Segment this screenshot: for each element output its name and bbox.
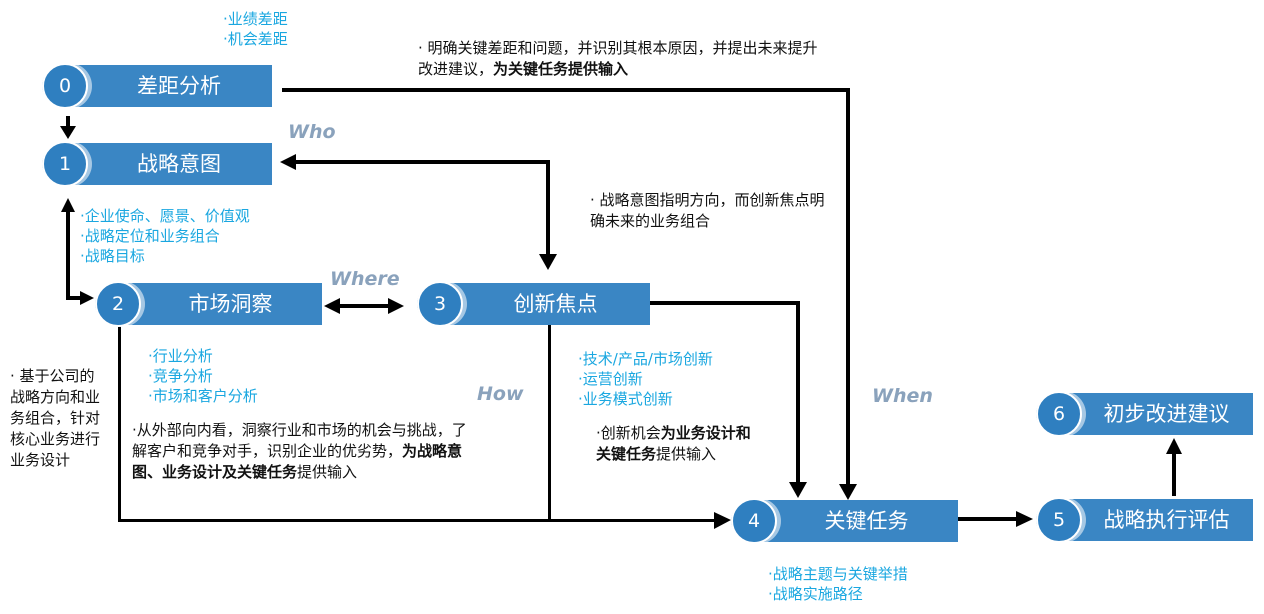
- innovation-note-text: ·创新机会: [596, 424, 661, 442]
- intent-list-item: ·企业使命、愿景、价值观: [80, 207, 250, 225]
- arrowhead-right-to-2: [80, 291, 94, 305]
- gap-list-item: ·机会差距: [223, 30, 288, 48]
- business-design-note-text: · 基于公司的战略方向和业务组合，针对核心业务进行业务设计: [10, 367, 101, 469]
- node-label: 初步改进建议: [1103, 402, 1230, 426]
- innovation-note-emphasis: 为业务设计和关键任务: [596, 424, 751, 463]
- connector-0-to-4-v: [846, 88, 850, 486]
- node-number: 3: [417, 281, 463, 327]
- connector-3-to-1-h: [292, 160, 550, 164]
- gap-note: · 明确关键差距和问题，并识别其根本原因，并提出未来提升改进建议，为关键任务提供…: [418, 38, 823, 80]
- market-list-item: ·行业分析: [148, 347, 213, 365]
- question-who: Who: [288, 121, 336, 143]
- node-label: 创新焦点: [513, 292, 598, 316]
- arrowhead-down-to-1: [60, 126, 76, 139]
- arrowhead-up-to-1: [61, 198, 75, 212]
- node-label: 战略执行评估: [1103, 508, 1230, 532]
- node-improvement-suggestions: 6 初步改进建议: [1036, 391, 1253, 437]
- node-innovation-focus: 3 创新焦点: [417, 281, 650, 327]
- connector-1-to-2-v: [66, 210, 70, 300]
- arrowhead-up-to-6: [1166, 438, 1182, 454]
- node-label: 差距分析: [137, 74, 221, 98]
- node-strategic-intent: 1 战略意图: [42, 141, 272, 187]
- node-number: 4: [731, 498, 777, 544]
- market-note-text: ·从外部向内看，洞察行业和市场的机会与挑战，了解客户和竞争对手，识别企业的优劣势…: [132, 421, 467, 460]
- node-label: 市场洞察: [188, 292, 273, 316]
- market-list-item: ·市场和客户分析: [148, 387, 258, 405]
- node-number: 6: [1036, 391, 1082, 437]
- connector-to-4-h: [118, 519, 716, 522]
- arrowhead-left-to-1: [280, 154, 296, 170]
- gap-list: ·业绩差距 ·机会差距: [223, 9, 288, 49]
- intent-note: · 战略意图指明方向，而创新焦点明确未来的业务组合: [590, 190, 828, 232]
- market-list: ·行业分析 ·竞争分析 ·市场和客户分析: [148, 346, 258, 406]
- connector-2-down: [118, 324, 121, 522]
- gap-note-text: · 明确关键差距和问题，并识别其根本原因，并提出未来提升改进建议，: [418, 39, 818, 78]
- innovation-list-item: ·业务模式创新: [578, 390, 673, 408]
- intent-list: ·企业使命、愿景、价值观 ·战略定位和业务组合 ·战略目标: [80, 206, 250, 266]
- task-list-item: ·战略主题与关键举措: [768, 565, 908, 583]
- node-number: 2: [95, 281, 141, 327]
- question-how: How: [477, 383, 524, 405]
- question-when: When: [872, 385, 933, 407]
- connector-1-to-2-h: [66, 296, 82, 300]
- intent-note-text: · 战略意图指明方向，而创新焦点明确未来的业务组合: [590, 191, 825, 230]
- market-note-emphasis: 为战略意图、业务设计及关键任务: [132, 442, 463, 481]
- arrowhead-right-to-3: [388, 298, 404, 314]
- intent-list-item: ·战略目标: [80, 247, 145, 265]
- market-list-item: ·竞争分析: [148, 367, 213, 385]
- connector-3-to-1-v: [546, 160, 550, 256]
- connector-0-to-1: [66, 116, 70, 128]
- task-list-item: ·战略实施路径: [768, 585, 863, 603]
- node-execution-evaluation: 5 战略执行评估: [1036, 497, 1253, 543]
- innovation-list-item: ·运营创新: [578, 370, 643, 388]
- connector-3-to-4-v: [796, 301, 800, 484]
- arrowhead-left-to-2: [324, 298, 340, 314]
- connector-4-to-5: [958, 517, 1018, 521]
- connector-0-to-4-h: [282, 88, 850, 92]
- business-design-note: · 基于公司的战略方向和业务组合，针对核心业务进行业务设计: [10, 366, 108, 471]
- connector-3-to-4-h: [650, 301, 800, 305]
- arrowhead-down-to-4-from-0: [839, 484, 857, 500]
- gap-list-item: ·业绩差距: [223, 10, 288, 28]
- node-number: 0: [42, 63, 88, 109]
- innovation-list-item: ·技术/产品/市场创新: [578, 350, 713, 368]
- arrowhead-down-to-3: [539, 254, 557, 270]
- gap-note-emphasis: 为关键任务提供输入: [493, 60, 629, 78]
- node-label: 关键任务: [824, 509, 909, 533]
- connector-3-down: [548, 324, 551, 522]
- node-key-tasks: 4 关键任务: [731, 498, 958, 544]
- node-number: 1: [42, 141, 88, 187]
- intent-list-item: ·战略定位和业务组合: [80, 227, 220, 245]
- arrowhead-right-to-4: [714, 512, 731, 529]
- arrowhead-right-to-5: [1016, 511, 1033, 527]
- innovation-list: ·技术/产品/市场创新 ·运营创新 ·业务模式创新: [578, 349, 713, 409]
- node-gap-analysis: 0 差距分析: [42, 63, 272, 109]
- node-market-insight: 2 市场洞察: [95, 281, 322, 327]
- question-where: Where: [330, 268, 400, 290]
- innovation-note-tail: 提供输入: [656, 445, 717, 463]
- innovation-note: ·创新机会为业务设计和关键任务提供输入: [596, 423, 764, 465]
- market-note-tail: 提供输入: [297, 463, 358, 481]
- market-note: ·从外部向内看，洞察行业和市场的机会与挑战，了解客户和竞争对手，识别企业的优劣势…: [132, 420, 480, 483]
- node-label: 战略意图: [137, 152, 221, 176]
- arrowhead-down-to-4-from-3: [789, 482, 807, 498]
- node-number: 5: [1036, 497, 1082, 543]
- connector-2-3-h: [336, 304, 392, 308]
- connector-5-to-6: [1172, 452, 1176, 496]
- task-list: ·战略主题与关键举措 ·战略实施路径: [768, 564, 908, 604]
